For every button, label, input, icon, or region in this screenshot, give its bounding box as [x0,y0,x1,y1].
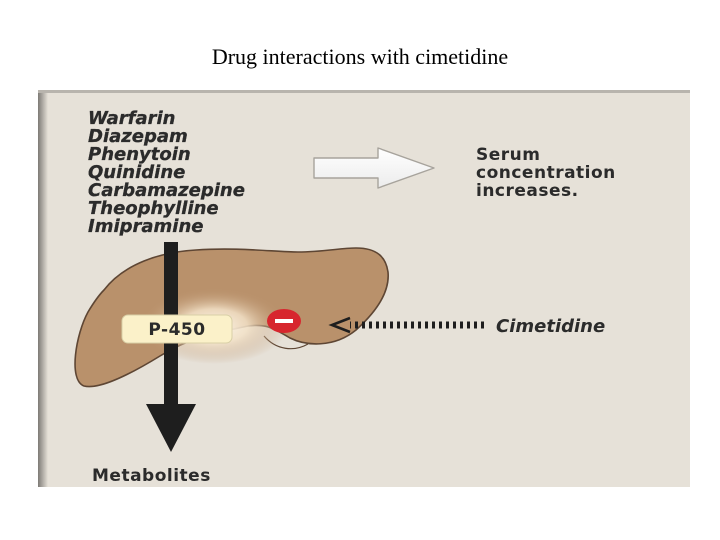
minus-bar [275,319,293,323]
drug-warfarin: Warfarin [88,108,176,129]
drug-theophylline: Theophylline [88,198,219,219]
metabolites-label: Metabolites [92,466,211,486]
panel-top-edge [38,90,690,93]
drug-quinidine: Quinidine [88,162,185,183]
outcome-line-2: concentration [476,163,616,183]
increase-arrow [313,147,435,189]
drug-diazepam: Diazepam [88,126,188,147]
panel-left-edge [38,90,48,487]
inhibitor-label: Cimetidine [496,316,605,337]
drug-carbamazepine: Carbamazepine [88,180,245,201]
outcome-line-1: Serum [476,145,540,165]
inhibition-arrowhead [328,316,351,334]
drug-phenytoin: Phenytoin [88,144,191,165]
drug-imipramine: Imipramine [88,216,203,237]
outcome-line-3: increases. [476,181,579,201]
enzyme-box [121,314,233,344]
slide-title: Drug interactions with cimetidine [211,44,509,69]
diagram-figure: Warfarin Diazepam Phenytoin Quinidine Ca… [38,90,690,487]
enzyme-label: P-450 [148,320,205,340]
metabolism-arrowhead [146,404,196,452]
